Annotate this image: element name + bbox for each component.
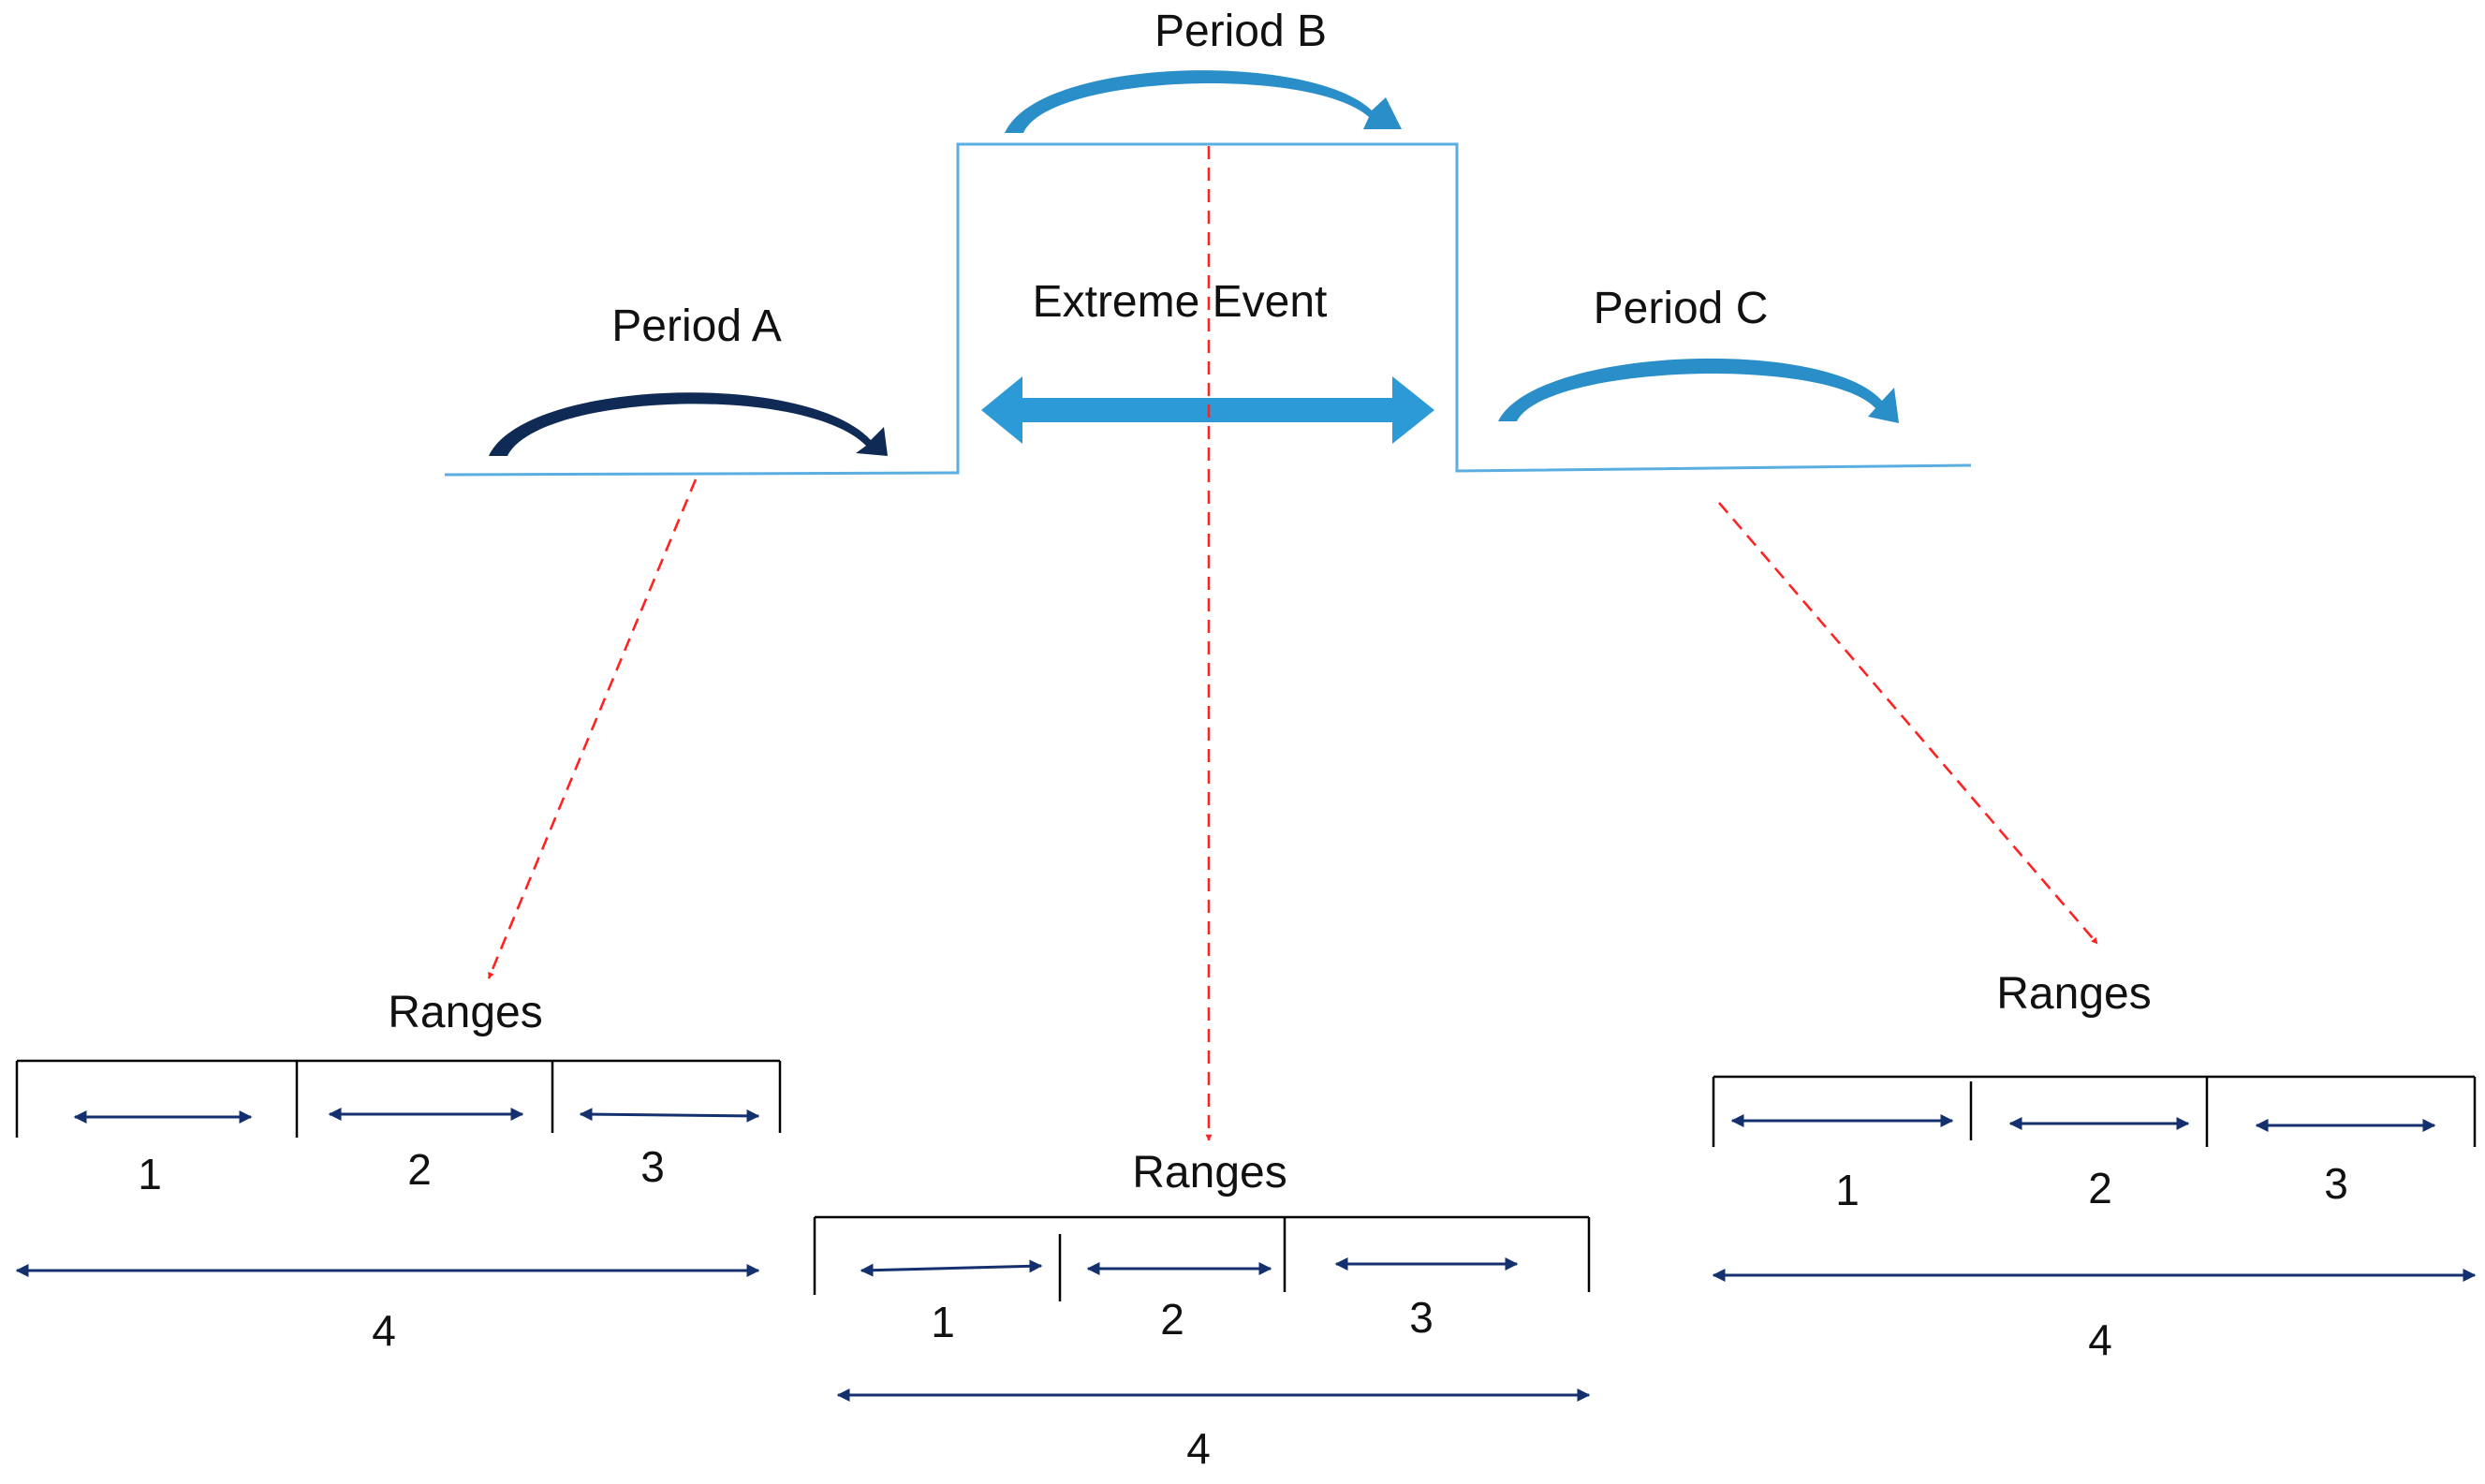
period-b-curved-arrow (1005, 70, 1402, 133)
ranges-title: Ranges (1132, 1148, 1287, 1197)
period-a-label: Period A (611, 301, 781, 351)
range-3-arrow (579, 1108, 760, 1123)
range-1-label: 1 (138, 1150, 162, 1198)
range-3-label: 3 (1409, 1293, 1434, 1342)
range-3-label: 3 (2324, 1159, 2348, 1208)
period-b-label: Period B (1154, 7, 1327, 56)
range-1-label: 1 (931, 1298, 955, 1346)
event-baseline (444, 142, 1972, 477)
period-a-dashed-arrow (487, 478, 698, 979)
range-1-label: 1 (1835, 1166, 1860, 1214)
range-1-arrow (860, 1259, 1043, 1277)
range-2-label: 2 (2088, 1164, 2112, 1212)
range-3-label: 3 (640, 1142, 665, 1191)
period-a-curved-arrow (489, 392, 888, 456)
period-c-dashed-arrow (1718, 502, 2098, 945)
range-4-label: 4 (2088, 1315, 2112, 1364)
range-4-label: 4 (372, 1306, 396, 1355)
ranges-title: Ranges (1996, 969, 2151, 1019)
period-c-label: Period C (1594, 284, 1769, 333)
ranges-title: Ranges (388, 988, 542, 1037)
ranges-group-c: Ranges 1 2 3 4 (1712, 969, 2477, 1364)
range-2-label: 2 (1160, 1295, 1184, 1344)
period-c-curved-arrow (1498, 358, 1899, 423)
ranges-group-a: Ranges 1 2 3 4 (15, 988, 782, 1355)
range-2-label: 2 (407, 1145, 432, 1194)
ranges-group-b: Ranges 1 2 3 4 (813, 1148, 1591, 1473)
range-4-label: 4 (1186, 1424, 1211, 1473)
extreme-event-label: Extreme Event (1033, 277, 1328, 327)
